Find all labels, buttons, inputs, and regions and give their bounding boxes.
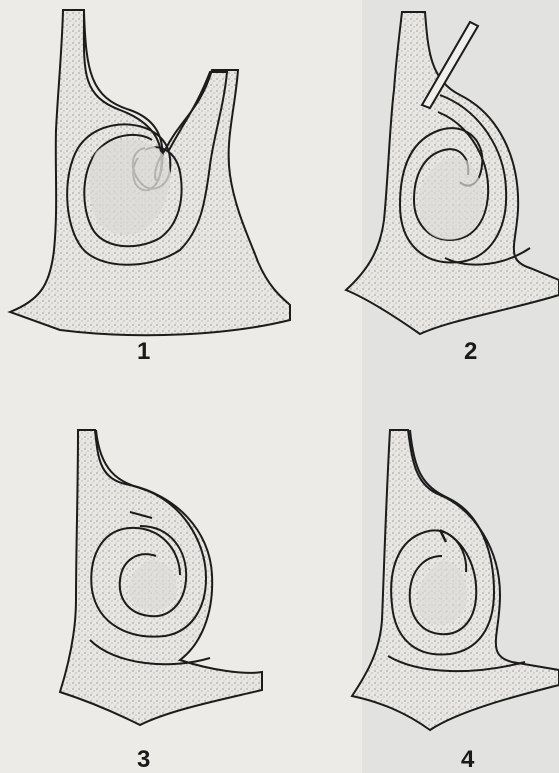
intussusception-diagram-1 [0, 0, 290, 340]
diagram-panel-4: 4 [290, 400, 559, 773]
diagram-panel-3: 3 [0, 400, 290, 773]
intussusception-diagram-2 [290, 0, 559, 340]
diagram-panel-2: 2 [290, 0, 559, 380]
diagram-panel-1: 1 [0, 0, 290, 380]
figure-label-1: 1 [137, 340, 150, 364]
intussusception-diagram-3 [0, 400, 290, 740]
figure-label-4: 4 [461, 748, 474, 772]
intussusception-diagram-4 [290, 400, 559, 740]
figure-label-2: 2 [464, 340, 477, 364]
figure-label-3: 3 [137, 748, 150, 772]
